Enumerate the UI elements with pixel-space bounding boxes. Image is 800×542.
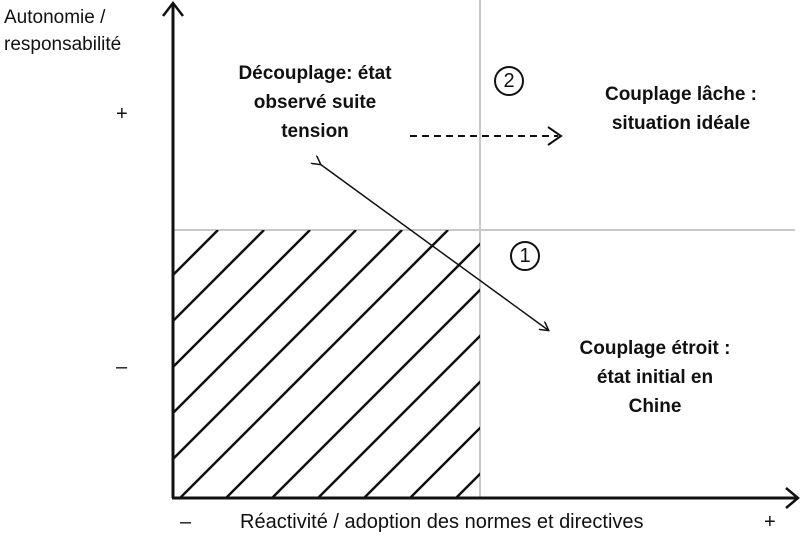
hatch-line	[363, 380, 480, 498]
hatch-line	[172, 230, 265, 324]
hatch-line	[409, 426, 480, 498]
x-axis-label: Réactivité / adoption des normes et dire…	[240, 511, 644, 533]
y-minus-sign: –	[116, 356, 128, 378]
hatch-line	[172, 230, 219, 278]
hatch-line	[317, 334, 480, 498]
hatch-line	[271, 288, 480, 498]
y-axis-arrowhead	[162, 0, 184, 17]
y-axis-label-line1: Autonomie /	[4, 7, 106, 28]
couplage-lache-line: situation idéale	[611, 113, 751, 134]
x-minus-sign: –	[180, 511, 192, 533]
y-axis-label-line2: responsabilité	[4, 34, 122, 55]
x-plus-sign: +	[764, 511, 776, 533]
decouplage-label: Découplage: état observé suite tension	[215, 59, 415, 146]
couplage-etroit-label: Couplage étroit : état initial en Chine	[550, 334, 760, 421]
couplage-etroit-line: état initial en	[596, 367, 714, 388]
double-arrow	[320, 164, 548, 330]
x-axis-arrowhead	[785, 487, 800, 509]
couplage-etroit-line: Couplage étroit :	[579, 338, 731, 359]
dashed-arrow-head	[547, 126, 563, 146]
y-axis-label: Autonomie / responsabilité	[4, 4, 121, 58]
hatch-line	[179, 230, 449, 498]
decouplage-line: tension	[281, 121, 349, 142]
hatch-line	[172, 230, 357, 416]
couplage-lache-line: Couplage lâche :	[604, 84, 758, 105]
couplage-lache-label: Couplage lâche : situation idéale	[576, 80, 786, 138]
hatch-line	[225, 242, 480, 498]
hatch-line	[172, 230, 311, 370]
step-marker-1: 1	[510, 241, 540, 271]
step-marker-2: 2	[494, 66, 524, 96]
decouplage-line: observé suite	[253, 92, 377, 113]
y-plus-sign: +	[116, 103, 128, 125]
hatch-line	[172, 230, 173, 232]
couplage-etroit-line: Chine	[628, 396, 682, 417]
decouplage-line: Découplage: état	[238, 63, 392, 84]
